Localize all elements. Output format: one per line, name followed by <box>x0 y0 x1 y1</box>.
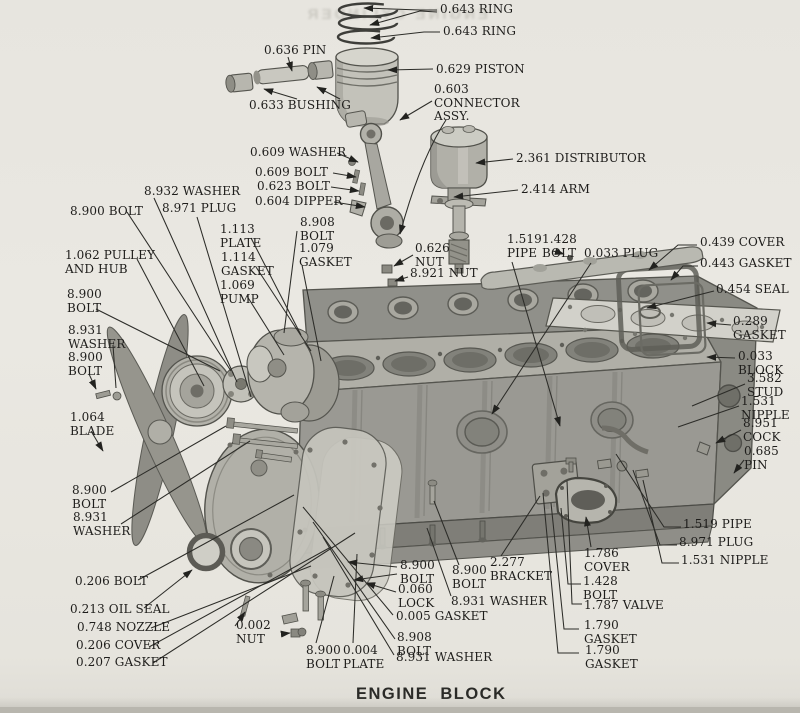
part-label-bolt-8900-b: 8.900 BOLT <box>67 287 102 315</box>
part-label-cover-0439: 0.439 COVER <box>700 235 785 249</box>
leader-lines <box>88 4 746 664</box>
part-label-dipper-0604: 0.604 DIPPER <box>255 194 343 208</box>
part-label-bolt-0206: 0.206 BOLT <box>75 574 149 588</box>
piston-ring-3 <box>336 29 396 45</box>
lower-front-hardware <box>240 579 326 638</box>
part-label-washer-0609: 0.609 WASHER <box>250 145 347 159</box>
pipe-part <box>601 425 649 455</box>
part-label-valve-1787: 1.787 VALVE <box>584 598 664 612</box>
part-label-bolt-8900-e: 8.900 BOLT <box>306 643 341 671</box>
part-label-gasket-0289: 0.289 GASKET <box>733 314 786 342</box>
nipple-part-1 <box>596 458 612 470</box>
strip-bolt <box>567 255 573 261</box>
part-label-oil-seal-0213: 0.213 OIL SEAL <box>70 602 170 616</box>
part-label-bolt-0623: 0.623 BOLT <box>257 179 331 193</box>
front-bolt-cluster <box>226 417 299 463</box>
part-label-gasket-1079: 1.079 GASKET <box>299 241 352 269</box>
distributor-assembly <box>430 125 488 274</box>
scan-edge-shadow <box>0 707 800 713</box>
valve-part <box>568 461 574 473</box>
part-label-washer-8931-c: 8.931 WASHER <box>396 650 493 664</box>
nipple-part-2 <box>635 468 650 479</box>
water-pump <box>246 327 340 423</box>
part-label-gasket-1790-a: 1.790 GASKET <box>584 618 637 646</box>
part-label-lock-0060: 0.060 LOCK <box>398 582 435 610</box>
part-label-block-0033: 0.033 BLOCK <box>738 349 784 377</box>
plug-part <box>616 460 628 472</box>
connecting-rod <box>359 122 404 249</box>
piston-pin-and-bushings <box>225 60 334 93</box>
head-gasket <box>545 297 781 343</box>
part-label-nozzle-0748: 0.748 NOZZLE <box>77 620 171 634</box>
part-label-connector-assy-0603: 0.603 CONNECTOR ASSY. <box>434 82 520 123</box>
part-label-pipe-1519-top: 1.519 PIPE <box>507 232 542 260</box>
part-label-gasket-0005: 0.005 GASKET <box>396 609 488 623</box>
part-label-washer-8931-b: 8.931 WASHER <box>73 510 131 538</box>
scan-edge-fade <box>0 697 800 707</box>
part-label-bracket-2277: 2.277 BRACKET <box>490 555 553 583</box>
part-label-ring-2: 0.643 RING <box>443 24 517 38</box>
part-label-bolt-8908-bottom: 8.908 BOLT <box>397 630 432 658</box>
nozzle-part <box>281 612 299 625</box>
part-label-bushing-0633: 0.633 BUSHING <box>249 98 351 112</box>
piston-assembly <box>225 2 404 287</box>
part-label-nut-8921: 8.921 NUT <box>410 266 478 280</box>
part-label-nipple-1531-b: 1.531 NIPPLE <box>681 553 769 567</box>
part-label-bolt-8900-f: 8.900 BOLT <box>400 558 435 586</box>
part-label-nipple-1531-a: 1.531 NIPPLE <box>741 394 790 422</box>
part-label-bolt-8900-g: 8.900 BOLT <box>452 563 487 591</box>
part-label-pulley-hub-1062: 1.062 PULLEY AND HUB <box>65 248 155 276</box>
part-label-plate-1113: 1.113 PLATE <box>220 222 262 250</box>
pushrod-cover-strip <box>480 246 704 290</box>
cylinder-bores <box>321 333 680 381</box>
part-label-bolt-1428-top: 1.428 BOLT <box>542 232 577 260</box>
part-label-plug-8971-top: 8.971 PLUG <box>162 201 237 215</box>
part-label-washer-8932: 8.932 WASHER <box>144 184 241 198</box>
part-label-plug-0033: 0.033 PLUG <box>584 246 659 260</box>
part-label-washer-8931-a: 8.931 WASHER <box>68 323 126 351</box>
part-label-piston-0629: 0.629 PISTON <box>436 62 525 76</box>
part-label-gasket-0207: 0.207 GASKET <box>76 655 168 669</box>
part-label-bolt-0609: 0.609 BOLT <box>255 165 329 179</box>
part-label-cover-0206: 0.206 COVER <box>76 638 161 652</box>
part-label-bolt-8908-top: 8.908 BOLT <box>300 215 335 243</box>
nut-8921-part <box>387 278 398 287</box>
pulley <box>161 355 233 427</box>
part-label-distributor-2361: 2.361 DISTRIBUTOR <box>516 151 647 165</box>
front-drive-parts <box>106 314 403 638</box>
part-label-bolt-1428-bottom: 1.428 BOLT <box>583 574 618 602</box>
side-cover-gasket <box>637 281 707 357</box>
part-label-seal-0454: 0.454 SEAL <box>716 282 789 296</box>
part-label-gasket-1790-b: 1.790 GASKET <box>585 643 638 671</box>
part-label-pump-1069: 1.069 PUMP <box>220 278 259 306</box>
nut-0626-part <box>381 264 393 274</box>
part-label-arm-2414: 2.414 ARM <box>521 182 591 196</box>
part-label-pin-0685: 0.685 PIN <box>744 444 779 472</box>
part-label-gasket-1114: 1.114 GASKET <box>221 250 274 278</box>
side-cover-parts <box>480 246 707 357</box>
part-label-bolt-8900-c: 8.900 BOLT <box>68 350 103 378</box>
part-label-plug-8971-bottom: 8.971 PLUG <box>679 535 754 549</box>
part-label-cover-1786: 1.786 COVER <box>584 546 630 574</box>
part-label-stud-3582: 3.582 STUD <box>747 371 784 399</box>
part-label-washer-8931-d: 8.931 WASHER <box>451 594 548 608</box>
part-label-blade-1064: 1.064 BLADE <box>70 410 115 438</box>
part-label-ring-1: 0.643 RING <box>440 2 514 16</box>
part-label-bolt-8900-a: 8.900 BOLT <box>70 204 144 218</box>
part-label-pin-0636: 0.636 PIN <box>264 43 327 57</box>
part-label-bolt-8900-d: 8.900 BOLT <box>72 483 107 511</box>
part-label-cock-8951: 8.951 COCK <box>743 416 781 444</box>
part-label-gasket-0443: 0.443 GASKET <box>700 256 792 270</box>
part-label-nut-0626: 0.626 NUT <box>415 241 450 269</box>
timing-gear-cover <box>204 428 320 584</box>
fan-hub <box>147 419 173 445</box>
part-label-pipe-1519-bottom: 1.519 PIPE <box>683 517 752 531</box>
part-label-nut-0002: 0.002 NUT <box>236 618 271 646</box>
rod-bushing <box>344 110 368 128</box>
part-label-plate-0004: 0.004 PLATE <box>343 643 385 671</box>
front-plate-and-gasket <box>289 426 403 602</box>
